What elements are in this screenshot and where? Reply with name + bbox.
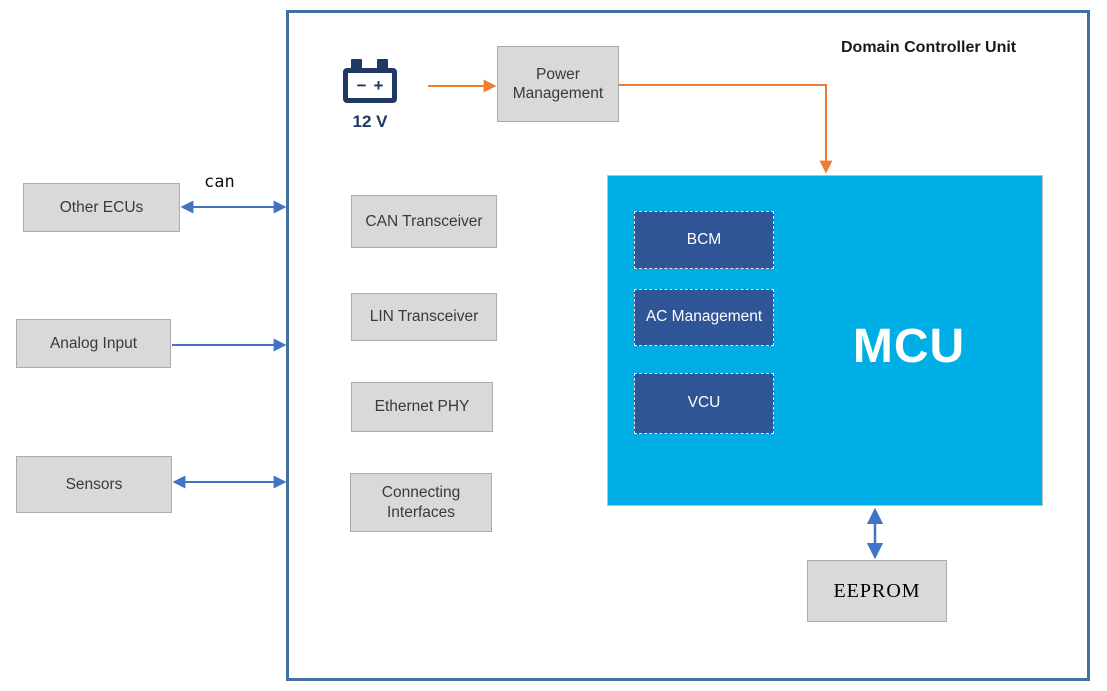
power-management-box: Power Management [497, 46, 619, 122]
mcu-label: MCU [852, 319, 966, 373]
connecting-interfaces-box: Connecting Interfaces [350, 473, 492, 532]
vcu-submodule-box: VCU [634, 373, 774, 434]
battery-icon: − + [343, 68, 397, 103]
other-ecus-box: Other ECUs [23, 183, 180, 232]
battery-voltage-label: 12 V [352, 112, 388, 131]
bcm-submodule-box: BCM [634, 211, 774, 269]
ac-management-submodule-box: AC Management [634, 289, 774, 346]
eeprom-box: EEPROM [807, 560, 947, 622]
battery-plus-sign: + [373, 76, 384, 95]
lin-transceiver-box: LIN Transceiver [351, 293, 497, 341]
battery-terminal-right-icon [377, 59, 388, 69]
can-transceiver-box: CAN Transceiver [351, 195, 497, 248]
diagram-title: Domain Controller Unit [841, 39, 1017, 56]
battery-minus-sign: − [356, 76, 367, 95]
battery-terminal-left-icon [351, 59, 362, 69]
sensors-box: Sensors [16, 456, 172, 513]
mcu-box: BCM AC Management VCU MCU [607, 175, 1043, 506]
can-bus-label: can [204, 172, 235, 192]
analog-input-box: Analog Input [16, 319, 171, 368]
ethernet-phy-box: Ethernet PHY [351, 382, 493, 432]
